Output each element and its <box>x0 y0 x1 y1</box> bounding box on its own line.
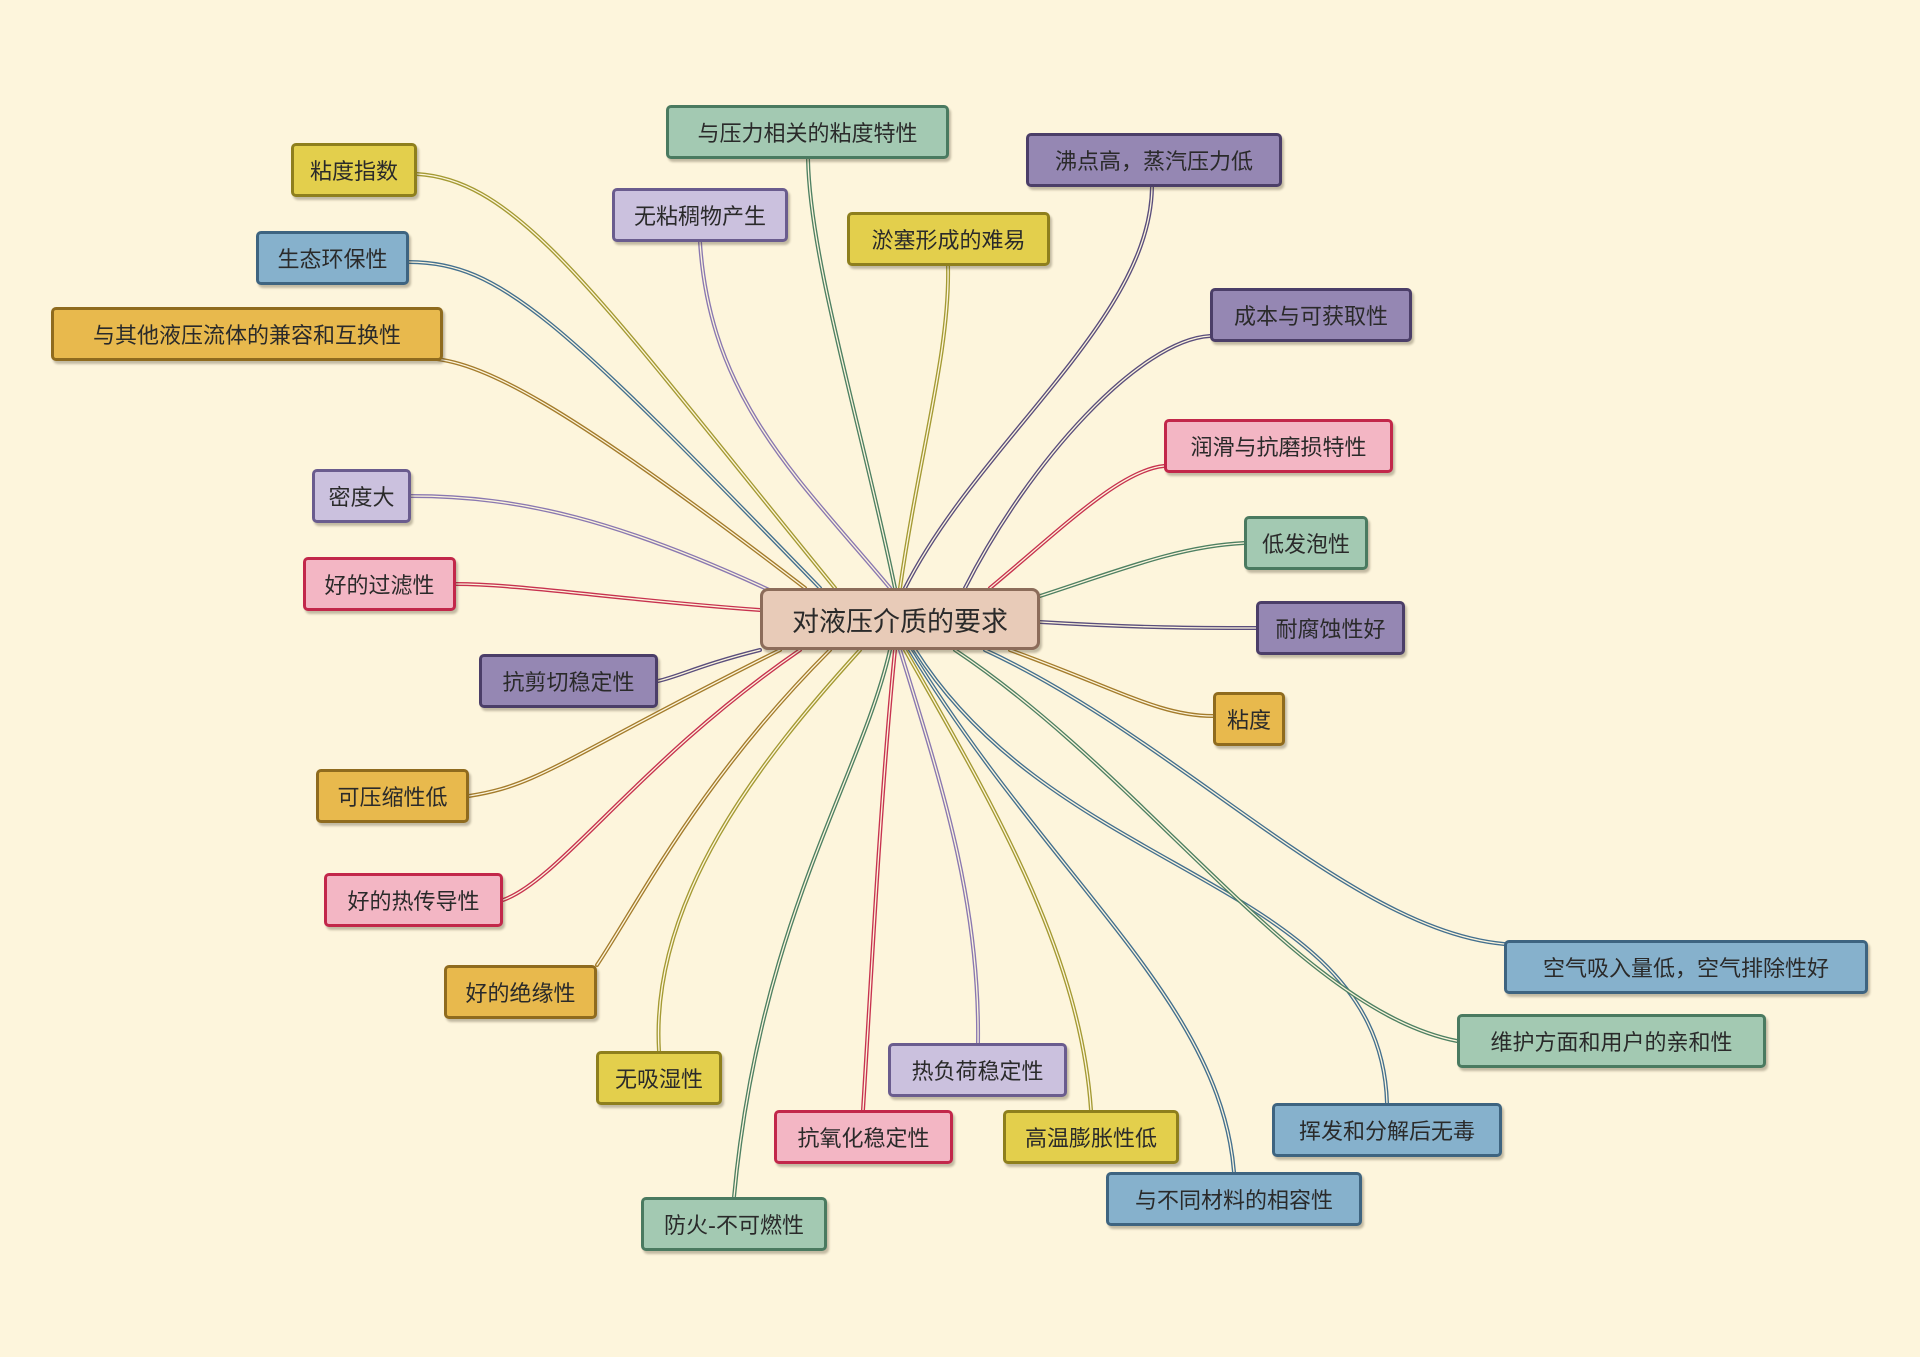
branch-node-label: 好的绝缘性 <box>465 982 576 1007</box>
connector-highlight-4 <box>410 495 781 596</box>
branch-node-label: 低发泡性 <box>1261 533 1350 558</box>
connector-22 <box>988 464 1166 590</box>
branch-node-label: 密度大 <box>328 486 395 511</box>
branch-node-label: 抗氧化稳定性 <box>797 1127 930 1152</box>
branch-node-label: 与其他液压流体的兼容和互换性 <box>92 324 401 349</box>
branch-node-label: 抗剪切稳定性 <box>502 671 635 696</box>
connector-highlight-18 <box>984 649 1505 945</box>
branch-node-label: 淤塞形成的难易 <box>871 229 1026 254</box>
connector-highlight-20 <box>1039 621 1257 629</box>
connector-3 <box>423 356 807 590</box>
connector-highlight-15 <box>909 649 1235 1173</box>
central-topic-node[interactable]: 对液压介质的要求 <box>760 588 1040 650</box>
connector-14 <box>903 648 1093 1112</box>
connector-highlight-21 <box>1039 542 1245 597</box>
connector-4 <box>409 494 782 597</box>
branch-node[interactable]: 无吸湿性 <box>596 1051 722 1105</box>
branch-node[interactable]: 低发泡性 <box>1244 516 1368 570</box>
connector-highlight-24 <box>904 186 1153 589</box>
connector-10 <box>656 648 862 1053</box>
branch-node[interactable]: 与其他液压流体的兼容和互换性 <box>51 307 443 361</box>
branch-node-label: 防火-不可燃性 <box>664 1214 804 1239</box>
branch-node[interactable]: 维护方面和用户的亲和性 <box>1457 1014 1766 1068</box>
connector-highlight-25 <box>899 265 949 589</box>
branch-node[interactable]: 抗剪切稳定性 <box>479 654 658 708</box>
connector-highlight-13 <box>899 649 979 1044</box>
connector-highlight-23 <box>964 335 1211 589</box>
branch-node-label: 粘度 <box>1226 709 1271 734</box>
branch-node-label: 与压力相关的粘度特性 <box>697 122 918 147</box>
branch-node[interactable]: 淤塞形成的难易 <box>847 212 1050 266</box>
branch-node-label: 空气吸入量低，空气排除性好 <box>1542 957 1829 982</box>
branch-node[interactable]: 耐腐蚀性好 <box>1256 601 1405 655</box>
connector-highlight-11 <box>733 649 891 1198</box>
connector-19 <box>1008 648 1215 718</box>
connector-highlight-9 <box>596 649 831 966</box>
branch-node[interactable]: 好的热传导性 <box>324 873 503 927</box>
connector-highlight-6 <box>657 649 761 682</box>
connector-highlight-17 <box>954 649 1458 1042</box>
branch-node[interactable]: 好的过滤性 <box>303 557 456 611</box>
branch-node[interactable]: 抗氧化稳定性 <box>774 1110 953 1164</box>
branch-node-label: 与不同材料的相容性 <box>1134 1189 1333 1214</box>
branch-node-label: 好的过滤性 <box>324 574 435 599</box>
connector-highlight-12 <box>862 649 896 1111</box>
central-topic-label: 对液压介质的要求 <box>792 606 1008 638</box>
branch-node[interactable]: 粘度 <box>1213 692 1285 746</box>
branch-node[interactable]: 成本与可获取性 <box>1210 288 1412 342</box>
branch-node-label: 成本与可获取性 <box>1233 305 1388 330</box>
connector-highlight-19 <box>1009 649 1214 717</box>
branch-node[interactable]: 空气吸入量低，空气排除性好 <box>1504 940 1868 994</box>
branch-node-label: 挥发和分解后无毒 <box>1298 1120 1475 1145</box>
connector-highlight-27 <box>699 241 891 589</box>
branch-node-label: 沸点高，蒸汽压力低 <box>1054 150 1253 175</box>
connector-highlight-22 <box>989 465 1165 589</box>
branch-node[interactable]: 热负荷稳定性 <box>888 1043 1067 1097</box>
branch-node-label: 好的热传导性 <box>347 890 480 915</box>
branch-node-label: 热负荷稳定性 <box>911 1060 1044 1085</box>
connector-16 <box>913 648 1389 1105</box>
connector-highlight-16 <box>914 649 1388 1104</box>
branch-node-label: 可压缩性低 <box>337 786 448 811</box>
branch-node-label: 粘度指数 <box>309 160 398 185</box>
branch-node-label: 生态环保性 <box>277 248 388 273</box>
branch-node[interactable]: 粘度指数 <box>291 143 417 197</box>
branch-node[interactable]: 与不同材料的相容性 <box>1106 1172 1362 1226</box>
branch-node[interactable]: 密度大 <box>312 469 411 523</box>
connector-highlight-2 <box>408 261 821 589</box>
branch-node[interactable]: 无粘稠物产生 <box>612 188 788 242</box>
branch-node-label: 无粘稠物产生 <box>633 205 766 230</box>
branch-node[interactable]: 可压缩性低 <box>316 769 469 823</box>
connector-highlight-1 <box>416 173 836 589</box>
connector-highlight-26 <box>807 158 896 589</box>
connector-highlight-14 <box>904 649 1092 1111</box>
branch-node-label: 维护方面和用户的亲和性 <box>1490 1031 1733 1056</box>
connector-highlight-8 <box>502 649 801 901</box>
connector-highlight-5 <box>455 583 761 611</box>
branch-node-label: 高温膨胀性低 <box>1024 1127 1157 1152</box>
connector-highlight-3 <box>424 357 806 589</box>
connector-highlight-10 <box>657 649 861 1052</box>
branch-node-label: 耐腐蚀性好 <box>1275 618 1386 643</box>
branch-node[interactable]: 挥发和分解后无毒 <box>1272 1103 1502 1157</box>
branch-node-label: 润滑与抗磨损特性 <box>1190 436 1367 461</box>
branch-node[interactable]: 防火-不可燃性 <box>641 1197 827 1251</box>
branch-node[interactable]: 好的绝缘性 <box>444 965 597 1019</box>
branch-node-label: 无吸湿性 <box>614 1068 703 1093</box>
branch-node[interactable]: 与压力相关的粘度特性 <box>666 105 949 159</box>
branch-node[interactable]: 高温膨胀性低 <box>1003 1110 1179 1164</box>
branch-node[interactable]: 沸点高，蒸汽压力低 <box>1026 133 1282 187</box>
connector-highlight-7 <box>468 649 781 797</box>
branch-node[interactable]: 生态环保性 <box>256 231 409 285</box>
connector-17 <box>953 648 1459 1043</box>
branch-node[interactable]: 润滑与抗磨损特性 <box>1164 419 1393 473</box>
connector-21 <box>1038 541 1246 598</box>
